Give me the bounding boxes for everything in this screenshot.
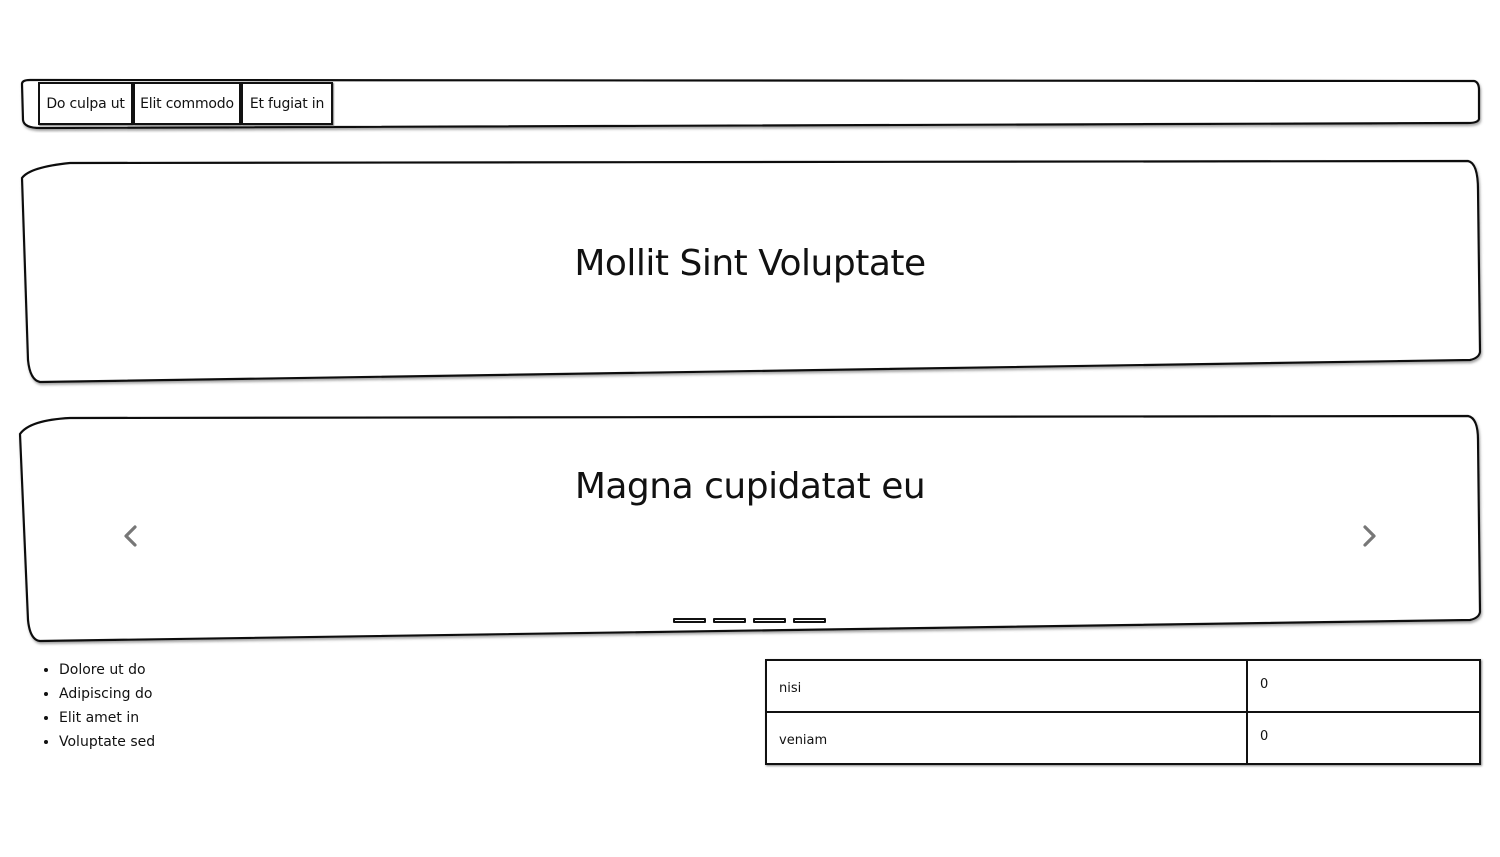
chevron-right-icon [1363, 525, 1376, 547]
hero-frame [20, 159, 1482, 384]
hero-title: Mollit Sint Voluptate [574, 243, 926, 284]
table-cell-key: veniam [765, 711, 1248, 765]
tab-label: Et fugiat in [249, 95, 325, 112]
carousel-next-button[interactable] [1355, 520, 1385, 552]
tab-label: Elit commodo [140, 95, 234, 112]
table-cell-value: 0 [1246, 659, 1481, 713]
carousel-indicator-3[interactable] [753, 618, 786, 623]
tab-do-culpa-ut[interactable]: Do culpa ut [38, 82, 133, 125]
list-item: Elit amet in [59, 706, 155, 730]
table-row: veniam 0 [765, 711, 1481, 765]
list-item: Voluptate sed [59, 730, 155, 754]
carousel-frame [18, 414, 1482, 643]
tab-elit-commodo[interactable]: Elit commodo [133, 82, 241, 125]
carousel-indicator-4[interactable] [793, 618, 826, 623]
carousel-indicator-1[interactable] [673, 618, 706, 623]
table-cell-key: nisi [765, 659, 1248, 713]
table-row: nisi 0 [765, 659, 1481, 713]
list-item: Dolore ut do [59, 658, 155, 682]
list-item: Adipiscing do [59, 682, 155, 706]
carousel-indicator-2[interactable] [713, 618, 746, 623]
tab-label: Do culpa ut [46, 95, 125, 112]
tabbar-frame [20, 78, 1481, 130]
chevron-left-icon [124, 525, 137, 547]
carousel-slide-title: Magna cupidatat eu [574, 466, 926, 507]
carousel-prev-button[interactable] [115, 520, 145, 552]
bullet-list: Dolore ut do Adipiscing do Elit amet in … [20, 658, 155, 754]
data-table: nisi 0 veniam 0 [765, 659, 1481, 765]
tab-et-fugiat-in[interactable]: Et fugiat in [241, 82, 333, 125]
table-cell-value: 0 [1246, 711, 1481, 765]
